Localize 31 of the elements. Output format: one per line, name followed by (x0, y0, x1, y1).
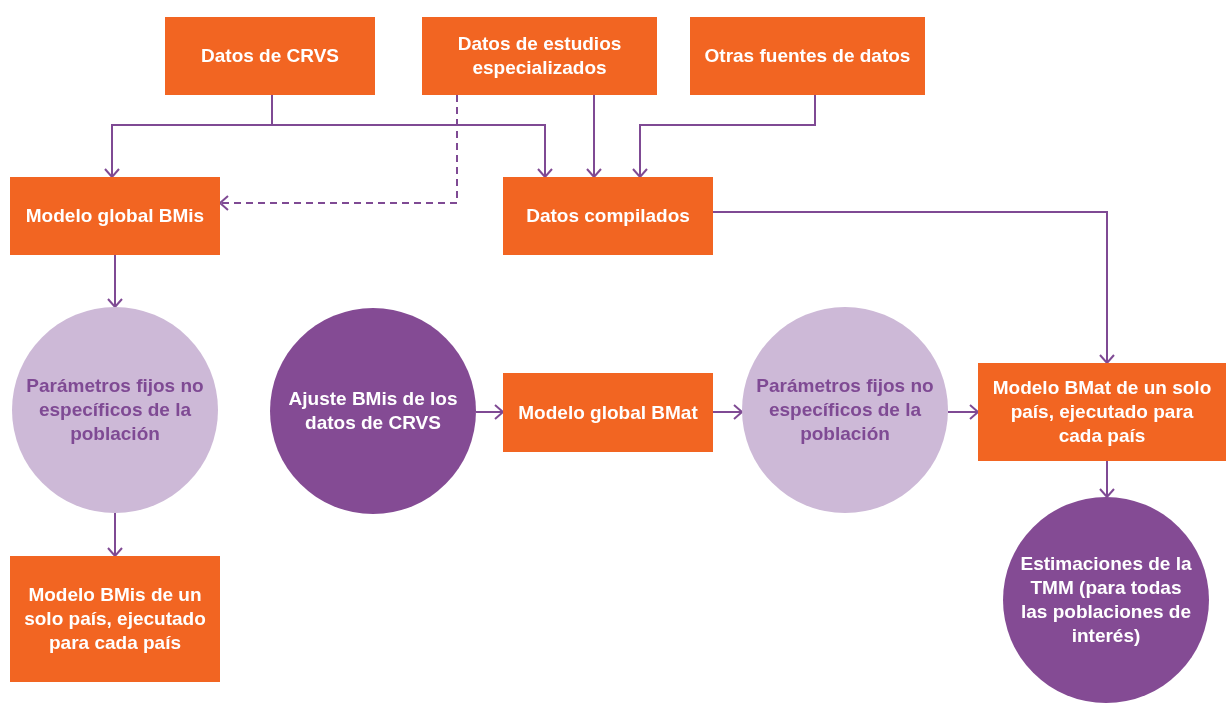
node-label: Modelo global BMis (25, 204, 205, 228)
arrow (1099, 460, 1115, 498)
arrow (632, 94, 816, 178)
node-label: Datos compilados (526, 204, 690, 228)
node-label: Modelo global BMat (518, 400, 698, 425)
process-box (10, 177, 220, 255)
process-box (422, 17, 657, 95)
arrow (271, 94, 553, 178)
arrow (107, 512, 123, 557)
arrow (586, 94, 602, 178)
node-label: Parámetros fijos no específicos de la población (25, 374, 205, 446)
node-label: Datos de CRVS (201, 44, 339, 68)
arrow (219, 94, 458, 211)
process-box (503, 177, 713, 255)
node-label: Modelo BMat de un solo país, ejecutado para cada país (991, 376, 1213, 448)
node-label: Estimaciones de la TMM (para todas las poblaciones de interés) (1019, 552, 1193, 648)
process-box (10, 556, 220, 682)
arrow (712, 404, 743, 420)
process-box (503, 373, 713, 452)
arrow (947, 404, 979, 420)
process-box (165, 17, 375, 95)
arrow (712, 211, 1115, 364)
arrow (107, 254, 123, 308)
node-label: Modelo BMis de un solo país, ejecutado para cada país (23, 583, 207, 655)
process-box (978, 363, 1226, 461)
node-label: Ajuste BMis de los datos de CRVS (287, 387, 459, 435)
process-box (690, 17, 925, 95)
arrow (475, 404, 504, 420)
node-label: Parámetros fijos no específicos de la población (755, 374, 935, 446)
node-label: Datos de estudios especializados (456, 32, 623, 80)
node-label: Otras fuentes de datos (704, 44, 911, 68)
